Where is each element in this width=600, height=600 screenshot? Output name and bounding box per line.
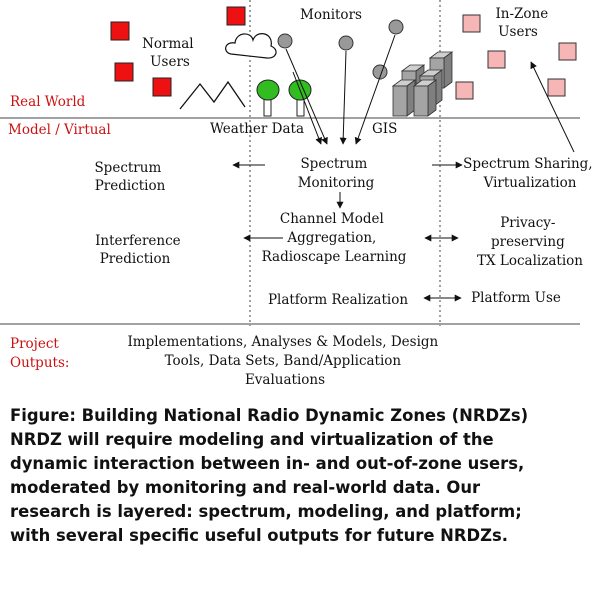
- arrow-monitor-to-monitoring: [339, 50, 347, 145]
- monitor-icon: [338, 35, 354, 51]
- platform-realization-label: Platform Realization: [268, 292, 408, 308]
- nrdz-diagram: Real World Model / Virtual Normal Users …: [0, 0, 597, 388]
- normal-users-label: Normal Users: [142, 36, 198, 70]
- spectrum-monitoring-label: Spectrum Monitoring: [298, 156, 375, 191]
- in-zone-user-icon: [547, 78, 566, 97]
- gis-buildings-icon: [392, 51, 453, 117]
- channel-model-label: Channel Model Aggregation, Radioscape Le…: [262, 211, 407, 265]
- monitor-icon: [388, 19, 404, 35]
- mountain-icon: [179, 80, 246, 110]
- arrow-weather-to-monitoring: [292, 71, 322, 145]
- spectrum-sharing-label: Spectrum Sharing, Virtualization: [463, 156, 597, 191]
- normal-user-icon: [226, 6, 246, 26]
- in-zone-user-icon: [462, 14, 481, 33]
- in-zone-user-icon: [558, 42, 577, 61]
- caption-line: NRDZ will require modeling and virtualiz…: [10, 430, 494, 449]
- layer-label-real-world: Real World: [10, 94, 86, 110]
- caption-line: dynamic interaction between in- and out-…: [10, 454, 525, 473]
- project-outputs-text: Implementations, Analyses & Models, Desi…: [127, 334, 442, 388]
- tree-icon: [256, 79, 280, 117]
- normal-user-icon: [114, 62, 134, 82]
- cloud-icon: [225, 33, 277, 59]
- project-outputs-label: Project Outputs:: [10, 336, 69, 371]
- normal-user-icon: [152, 77, 172, 97]
- caption-line: moderated by monitoring and real-world d…: [10, 478, 481, 497]
- monitor-icon: [277, 33, 293, 49]
- caption-line: Figure: Building National Radio Dynamic …: [10, 406, 529, 425]
- in-zone-user-icon: [487, 50, 506, 69]
- privacy-localization-label: Privacy- preserving TX Localization: [477, 215, 583, 269]
- arrow-monitor-to-monitoring: [354, 34, 396, 145]
- interference-prediction-label: Interference Prediction: [95, 233, 185, 267]
- caption-line: with several specific useful outputs for…: [10, 526, 508, 545]
- caption-line: research is layered: spectrum, modeling,…: [10, 502, 522, 521]
- spectrum-prediction-label: Spectrum Prediction: [94, 160, 165, 194]
- platform-use-label: Platform Use: [471, 290, 561, 306]
- figure-caption: Figure: Building National Radio Dynamic …: [10, 404, 596, 548]
- in-zone-users-label: In-Zone Users: [495, 6, 552, 40]
- arrow-to-in-zone-users: [530, 61, 575, 153]
- normal-user-icon: [110, 21, 130, 41]
- in-zone-user-icon: [455, 81, 474, 100]
- layer-label-model-virtual: Model / Virtual: [8, 122, 111, 138]
- gis-label: GIS: [372, 121, 397, 137]
- arrow-monitor-to-monitoring: [285, 48, 328, 145]
- weather-data-label: Weather Data: [210, 121, 304, 137]
- monitors-label: Monitors: [300, 7, 362, 23]
